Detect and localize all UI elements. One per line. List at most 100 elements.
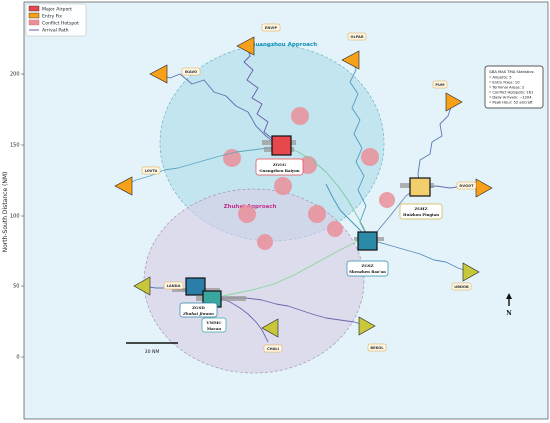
fix-chali-marker[interactable] [261, 318, 279, 338]
y-tick-label: 100 [10, 214, 20, 220]
conflict-hotspot [379, 192, 395, 208]
airport-zgsd-code: ZGSD [192, 305, 205, 310]
fix-landa-marker[interactable] [133, 276, 151, 296]
airport-zgsz-marker[interactable] [357, 231, 378, 251]
entry-fixes [114, 36, 493, 338]
statistics-line: • Airports: 5 [489, 76, 512, 80]
conflict-hotspots [223, 107, 395, 250]
fix-bekol-marker[interactable] [358, 316, 376, 336]
fix-bekol-label: BEKOL [370, 346, 384, 350]
arrival-path [243, 45, 281, 146]
arrival-path [285, 145, 369, 239]
fix-landa-label: LANDA [167, 284, 181, 288]
airport-zggg-code: ZGGG [273, 162, 287, 167]
conflict-hotspot [223, 149, 241, 167]
fix-olpar-label: OLPAR [350, 35, 363, 39]
arrival-path [213, 239, 361, 299]
fix-label-box [261, 23, 281, 32]
fix-lovta-label: LOVTA [145, 169, 158, 173]
fix-lovta-marker[interactable] [114, 176, 133, 196]
y-tick-label: 0 [16, 355, 19, 361]
statistics-panel: GBA MAS TMA Statistics: • Airports: 5 • … [484, 65, 544, 109]
fix-envip-marker[interactable] [236, 36, 255, 56]
fix-pum-marker[interactable] [445, 92, 463, 112]
arrival-path [157, 73, 277, 145]
statistics-line: • Daily Arrivals: ~1204 [489, 96, 532, 100]
airport-zghz-code: ZGHZ [414, 206, 427, 211]
fix-ikavo-marker[interactable] [149, 64, 168, 84]
airport-zggg-marker[interactable] [271, 135, 292, 156]
airport-zgsd-name: Zhuhai Jinwan [182, 311, 214, 316]
airport-zggg-name: Guangzhou Baiyun [259, 168, 299, 173]
arrival-path [417, 103, 453, 187]
y-tick-label: 150 [10, 143, 20, 149]
scale-bar-label: 30 NM [145, 349, 160, 355]
guangzhou-approach-label: Guangzhou Approach [251, 42, 317, 48]
legend-swatch-hotspot [28, 19, 40, 26]
y-tick-label: 50 [13, 284, 19, 290]
fix-label-box [263, 344, 283, 353]
airport-zgsz-label-box [346, 260, 389, 277]
conflict-hotspot [361, 148, 379, 166]
airport-zgsd-marker[interactable] [185, 277, 206, 296]
arrival-path [367, 239, 471, 273]
fix-label-box [451, 282, 472, 291]
conflict-hotspot [327, 221, 343, 237]
statistics-line: • Entry Fixes: 10 [489, 81, 520, 85]
statistics-box [484, 65, 544, 109]
north-arrow: N [506, 293, 512, 317]
fix-label-box [456, 181, 477, 190]
conflict-hotspot [308, 205, 326, 223]
legend-label: Major Airport [42, 6, 72, 12]
arrival-path [371, 187, 417, 239]
conflict-hotspot [238, 205, 256, 223]
airport-labels: ZGGG Guangzhou Baiyun ZGSZ Shenzhen Bao'… [179, 158, 443, 333]
legend-label: Arrival Path [42, 27, 69, 33]
airport-vmmc-code: VMMC [205, 320, 221, 325]
legend-swatch-fix [28, 12, 40, 19]
airport-vmmc-label-box [201, 317, 227, 333]
legend-label: Entry Fix [42, 13, 62, 19]
fix-pum-label: PUM [435, 83, 445, 87]
y-tick-label: 200 [10, 72, 20, 78]
airport-zghz-label-box [399, 203, 443, 220]
statistics-line: • Terminal Areas: 2 [489, 86, 524, 90]
fix-dvgot-label: DVGOT [459, 184, 474, 188]
arrival-path [122, 145, 281, 187]
airport-zghz-marker[interactable] [409, 177, 431, 197]
fix-label-box [141, 166, 161, 175]
fix-chali-label: CHALI [267, 347, 279, 351]
fix-labels: ENVIP IKAVO OLPAR PUM LOVTA DVGOT UBDOB … [141, 23, 477, 353]
statistics-title: GBA MAS TMA Statistics: [489, 70, 535, 74]
y-axis: 200 150 100 50 0 North-South Distance (N… [2, 72, 24, 361]
fix-ubdob-label: UBDOB [454, 285, 469, 289]
scale-bar: 30 NM [126, 342, 178, 355]
fix-label-box [163, 281, 184, 290]
legend-box [25, 3, 87, 37]
arrival-path [349, 57, 369, 239]
airport-zggg-label-box [255, 158, 304, 176]
airport-vmmc-name: Macau [207, 326, 221, 331]
fix-label-box [432, 80, 448, 89]
legend: Major Airport Entry Fix Conflict Hotspot… [25, 3, 87, 37]
y-axis-label: North-South Distance (NM) [2, 172, 9, 253]
fix-label-box [367, 343, 387, 352]
fix-ikavo-label: IKAVO [185, 70, 197, 74]
conflict-hotspot [257, 234, 273, 250]
statistics-line: • Conflict Hotspots: 161 [489, 91, 533, 95]
north-label: N [506, 310, 512, 317]
fix-envip-label: ENVIP [265, 26, 278, 30]
fix-olpar-marker[interactable] [341, 50, 360, 70]
fix-ubdob-marker[interactable] [462, 262, 480, 282]
airport-zgsd-label-box [179, 302, 218, 318]
legend-label: Conflict Hotspot [42, 20, 79, 26]
airport-zgsz-name: Shenzhen Bao'an [349, 269, 386, 274]
statistics-line: • Peak Hour: 52 aircraft [489, 101, 533, 105]
airport-zghz-name: Huizhou Pingtan [403, 212, 439, 217]
fix-label-box [347, 32, 367, 41]
conflict-hotspot [274, 177, 292, 195]
conflict-hotspot [291, 107, 309, 125]
north-arrow-icon [506, 293, 512, 299]
fix-label-box [181, 67, 201, 76]
